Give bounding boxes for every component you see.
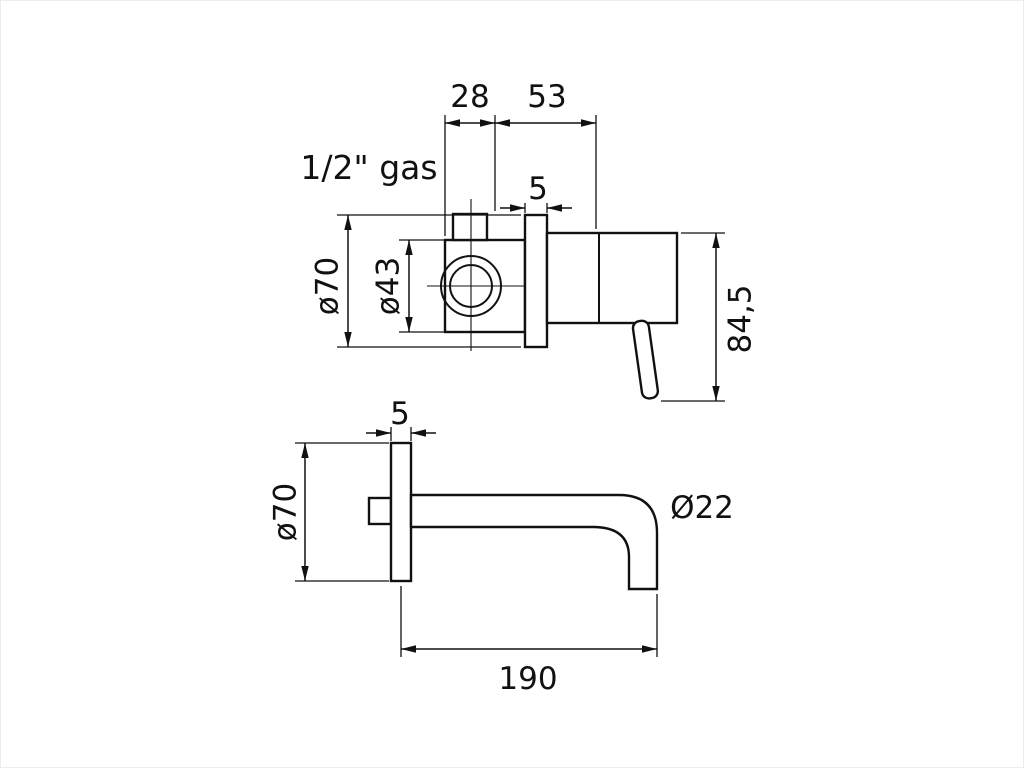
thread-label: 1/2" gas (300, 148, 437, 187)
dim-label-d70: ø70 (310, 257, 346, 315)
dim-label-spout5: 5 (390, 396, 410, 432)
spout-connection-stub (367, 496, 393, 526)
lever-handle (631, 319, 660, 400)
dim-label-190: 190 (498, 661, 557, 697)
spout-side-view: 5 ø70 Ø22 190 (268, 396, 734, 697)
spout-tube (409, 493, 659, 591)
dim-label-d43: ø43 (371, 257, 407, 315)
dim-label-53: 53 (527, 79, 566, 115)
dim-label-845: 84,5 (723, 284, 759, 353)
mixer-wall-plate (523, 213, 549, 349)
mixer-barrel (545, 231, 679, 325)
dim-label-28: 28 (450, 79, 489, 115)
dim-label-plate5: 5 (528, 171, 548, 207)
dim-label-d22: Ø22 (670, 490, 734, 526)
mixer-valve-side-view: 28 53 1/2" gas 5 ø70 ø43 84,5 (300, 79, 759, 402)
spout-wall-plate (389, 441, 413, 583)
dim-label-spout-d70: ø70 (268, 483, 304, 541)
gas-connection-stub (451, 212, 489, 242)
